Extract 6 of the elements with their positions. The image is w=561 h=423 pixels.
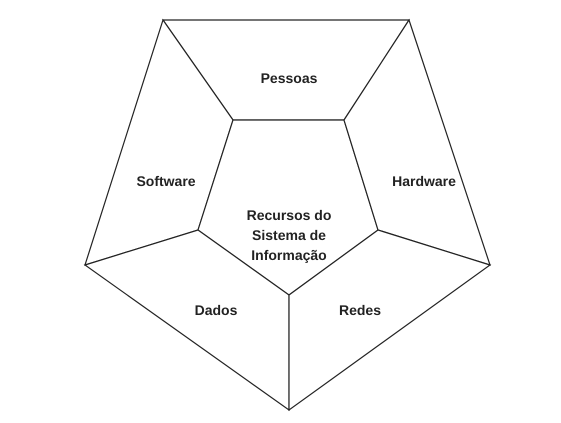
segment-label: Redes: [338, 301, 382, 320]
segment-label: Software: [135, 172, 197, 191]
segment-label: Dados: [194, 301, 238, 320]
segment-label: Hardware: [391, 172, 457, 191]
segment-label: Pessoas: [260, 69, 318, 88]
center-label: Recursos do Sistema de Informação: [246, 206, 332, 265]
